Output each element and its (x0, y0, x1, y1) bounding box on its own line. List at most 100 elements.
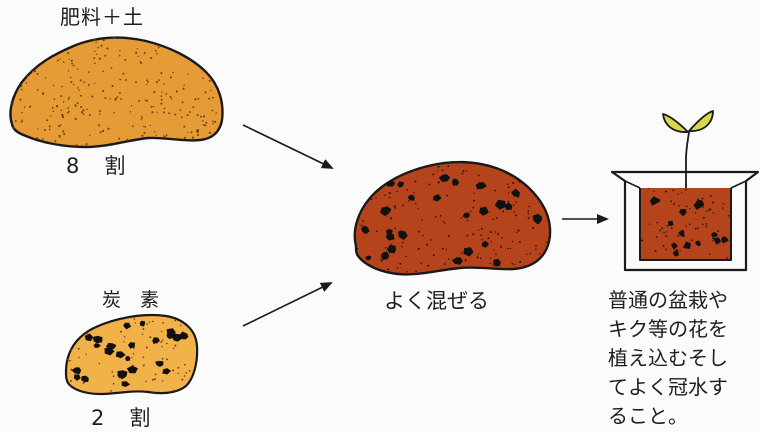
texture-dot (189, 111, 191, 113)
texture-dot (187, 132, 188, 133)
texture-dot (135, 52, 137, 54)
texture-dot (462, 170, 464, 172)
texture-dot (141, 119, 142, 120)
texture-dot (63, 101, 65, 103)
texture-dot (155, 50, 157, 52)
texture-dot (162, 322, 164, 324)
texture-dot (177, 373, 178, 374)
texture-dot (495, 254, 497, 256)
texture-dot (493, 264, 495, 266)
texture-dot (477, 257, 479, 259)
texture-dot (519, 241, 521, 243)
texture-dot (527, 210, 529, 212)
texture-dot (187, 114, 189, 116)
texture-dot (96, 54, 97, 55)
texture-dot (127, 138, 128, 139)
texture-dot (446, 269, 447, 270)
texture-dot (99, 110, 101, 112)
texture-dot (492, 219, 493, 220)
texture-dot (709, 254, 710, 255)
texture-dot (205, 122, 207, 124)
texture-dot (132, 125, 134, 127)
texture-dot (58, 135, 60, 137)
texture-dot (429, 184, 431, 186)
texture-dot (480, 258, 481, 259)
texture-dot (80, 79, 82, 81)
texture-dot (384, 194, 385, 195)
texture-dot (146, 84, 147, 85)
texture-dot (685, 225, 686, 226)
texture-dot (80, 95, 82, 97)
texture-dot (689, 208, 690, 209)
texture-dot (461, 217, 462, 218)
texture-dot (494, 190, 496, 192)
texture-dot (723, 203, 724, 204)
texture-dot (462, 173, 464, 175)
texture-dot (110, 390, 112, 392)
texture-dot (37, 89, 39, 91)
texture-dot (11, 103, 13, 105)
texture-dot (519, 181, 521, 183)
texture-dot (685, 189, 687, 191)
texture-dot (63, 133, 65, 135)
texture-dot (153, 91, 155, 93)
texture-dot (181, 116, 183, 118)
texture-dot (663, 245, 665, 247)
texture-dot (113, 375, 115, 377)
texture-dot (138, 56, 139, 57)
texture-dot (50, 116, 51, 117)
texture-dot (212, 120, 214, 122)
texture-dot (470, 211, 472, 213)
texture-dot (448, 258, 449, 259)
texture-dot (500, 246, 502, 248)
texture-dot (215, 112, 216, 113)
texture-dot (70, 385, 72, 387)
texture-dot (146, 100, 148, 102)
texture-dot (102, 130, 104, 132)
texture-dot (86, 143, 88, 145)
texture-dot (29, 106, 31, 108)
texture-dot (507, 248, 509, 250)
texture-dot (210, 90, 211, 91)
texture-dot (162, 358, 164, 360)
texture-dot (465, 259, 467, 261)
arrow-fertilizer-to-mix (243, 125, 332, 168)
texture-dot (495, 231, 496, 232)
texture-dot (204, 124, 206, 126)
texture-dot (181, 379, 183, 381)
texture-dot (728, 215, 730, 217)
texture-dot (422, 235, 423, 236)
texture-dot (113, 383, 115, 385)
texture-dot (86, 354, 87, 355)
texture-dot (208, 98, 210, 100)
texture-dot (196, 130, 198, 132)
texture-dot (399, 263, 401, 265)
texture-dot (156, 53, 158, 55)
texture-dot (418, 248, 420, 250)
texture-dot (357, 248, 358, 249)
texture-dot (680, 250, 681, 251)
texture-dot (166, 134, 168, 136)
texture-dot (77, 102, 79, 104)
texture-dot (71, 62, 73, 64)
texture-dot (389, 192, 391, 194)
texture-dot (62, 115, 64, 117)
texture-dot (133, 353, 135, 355)
texture-dot (135, 81, 137, 83)
texture-dot (141, 116, 142, 117)
texture-dot (656, 236, 658, 238)
texture-dot (173, 390, 175, 392)
texture-dot (489, 211, 490, 212)
texture-dot (113, 37, 115, 39)
texture-dot (376, 231, 378, 233)
texture-dot (63, 61, 65, 63)
texture-dot (209, 132, 211, 134)
texture-dot (94, 83, 95, 84)
texture-dot (493, 249, 494, 250)
texture-dot (26, 82, 28, 84)
texture-dot (155, 374, 157, 376)
texture-dot (89, 114, 91, 116)
texture-dot (390, 217, 392, 219)
texture-dot (490, 258, 491, 259)
texture-dot (202, 124, 203, 125)
